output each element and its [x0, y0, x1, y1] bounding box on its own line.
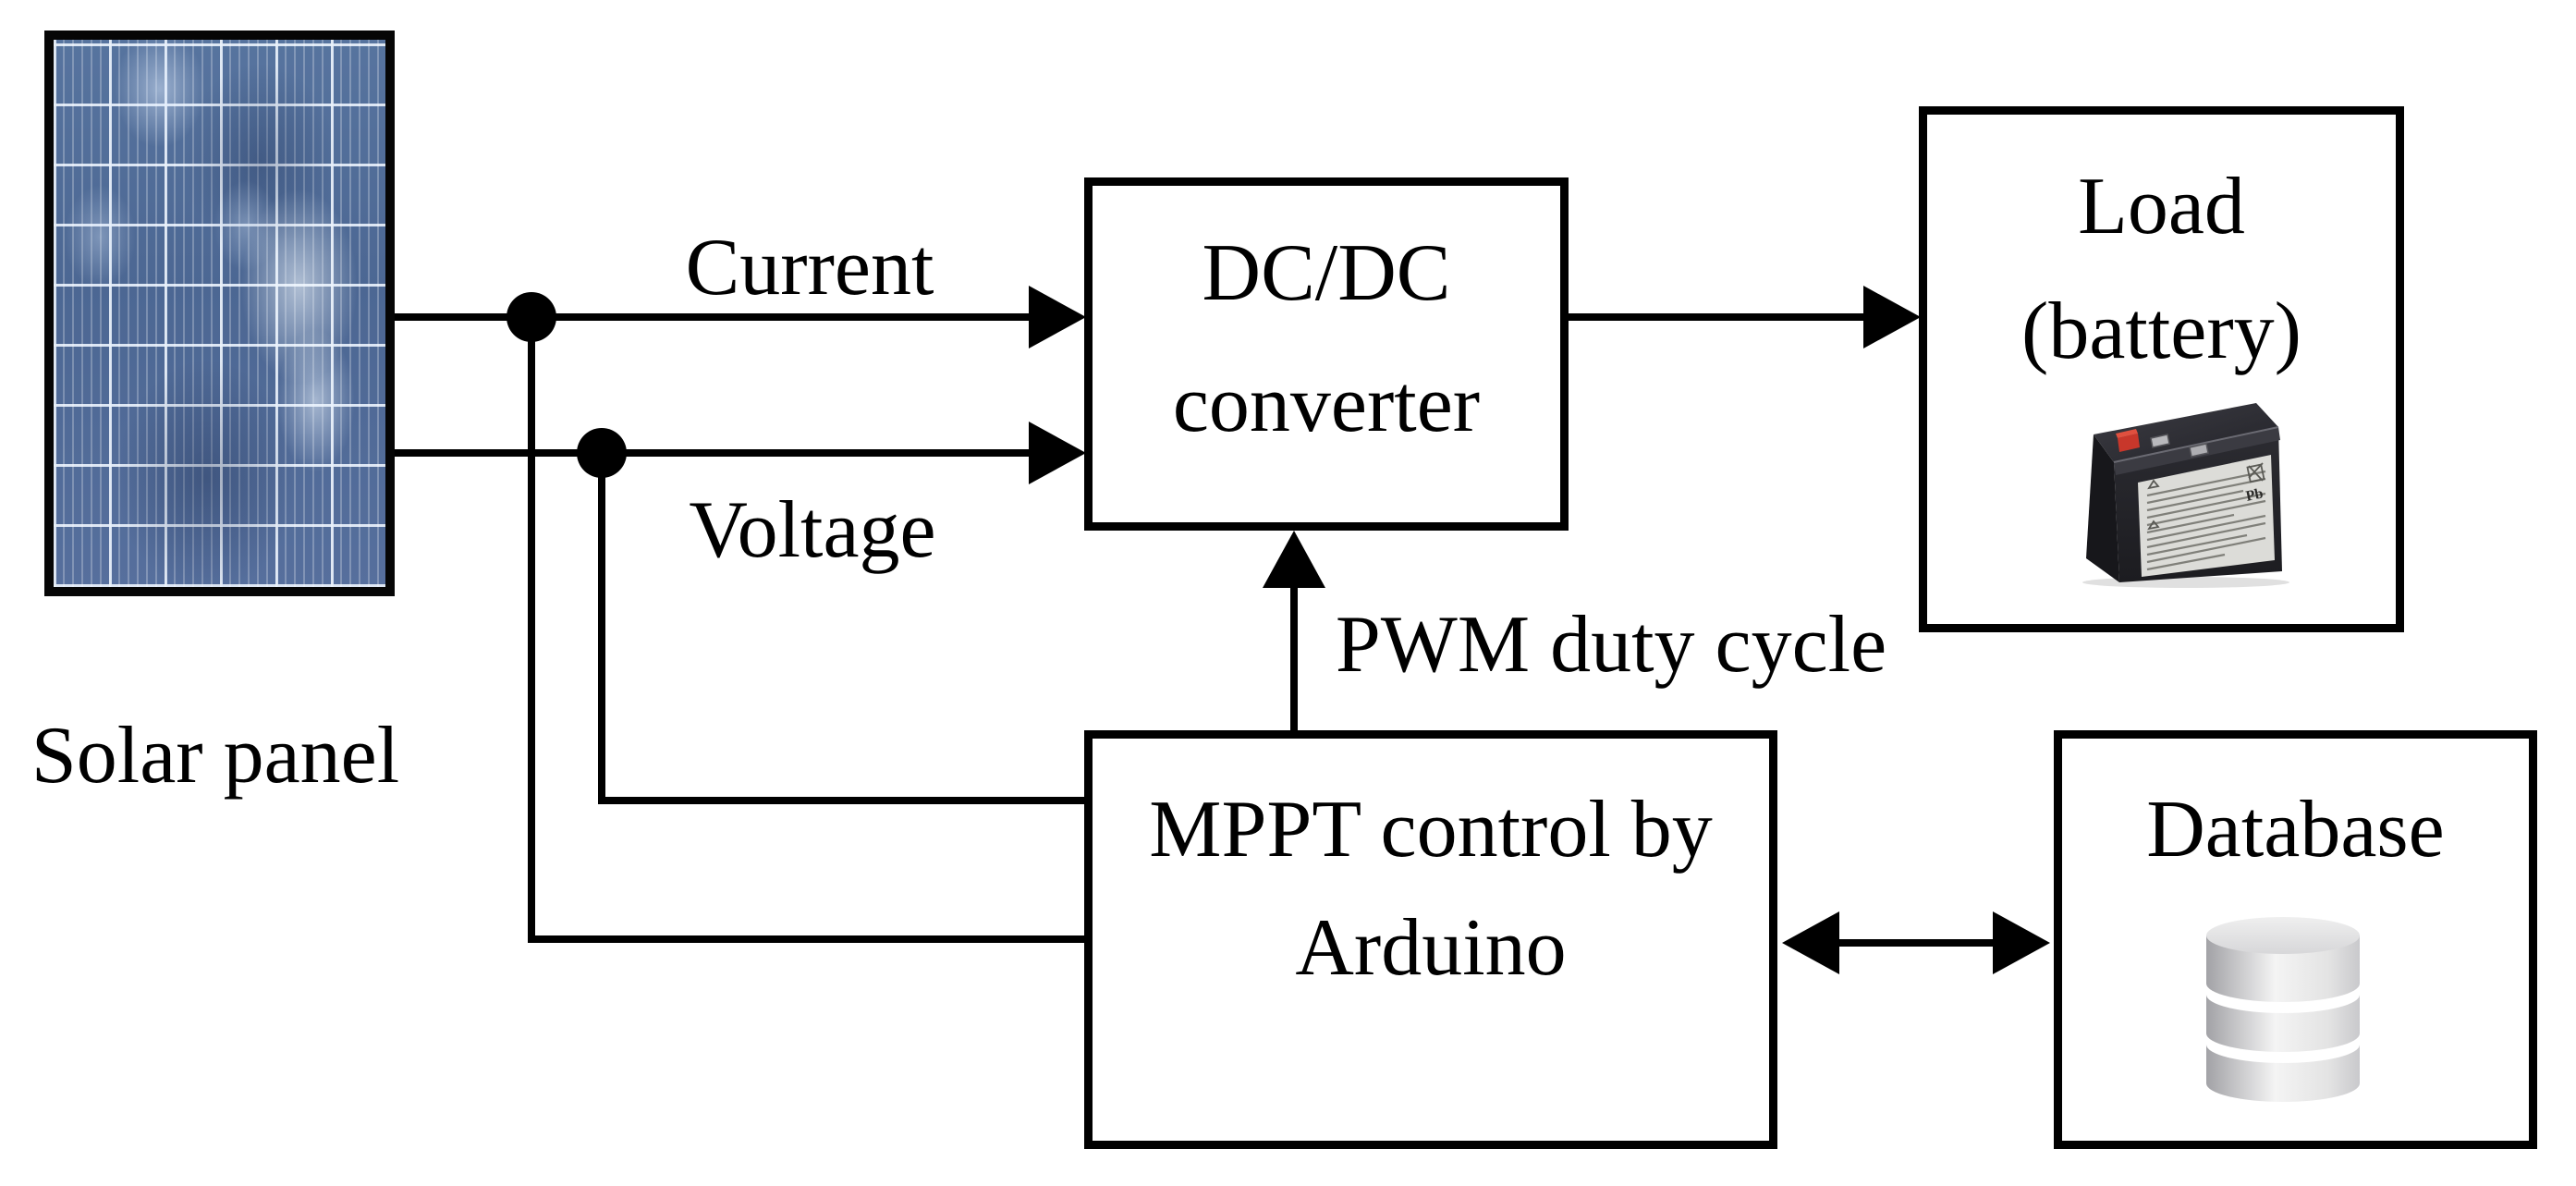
- dcdc-converter-label-line1: DC/DC: [1202, 228, 1451, 318]
- battery-photo: Pb: [2082, 403, 2289, 588]
- current-feedback-line: [528, 317, 1088, 943]
- voltage-junction-dot: [577, 428, 627, 478]
- dcdc-converter-label-line2: converter: [1172, 360, 1481, 449]
- svg-text:Pb: Pb: [2244, 485, 2265, 505]
- load-label-line2: (battery): [2021, 287, 2301, 376]
- mppt-control-box: MPPT control by Arduino: [1084, 730, 1777, 1149]
- database-label: Database: [2146, 785, 2445, 874]
- pwm-duty-cycle-label: PWM duty cycle: [1335, 600, 1887, 690]
- database-arrowhead-right: [1993, 911, 2050, 974]
- load-label-line1: Load: [2078, 162, 2245, 251]
- database-cylinder-icon: [2206, 917, 2360, 1102]
- solar-panel-photo: [44, 31, 395, 596]
- load-battery-box: Load (battery): [1919, 106, 2404, 632]
- database-box: Database: [2054, 730, 2537, 1149]
- dcdc-converter-box: DC/DC converter: [1084, 177, 1569, 531]
- pwm-arrowhead: [1263, 531, 1325, 588]
- database-arrowhead-left: [1782, 911, 1839, 974]
- load-arrowhead: [1863, 286, 1921, 348]
- mppt-label-line2: Arduino: [1295, 903, 1567, 993]
- voltage-signal-label: Voltage: [689, 485, 936, 575]
- mppt-label-line1: MPPT control by: [1149, 785, 1713, 874]
- voltage-arrowhead: [1029, 422, 1086, 484]
- current-signal-label: Current: [685, 223, 934, 312]
- solar-panel-label: Solar panel: [31, 711, 400, 801]
